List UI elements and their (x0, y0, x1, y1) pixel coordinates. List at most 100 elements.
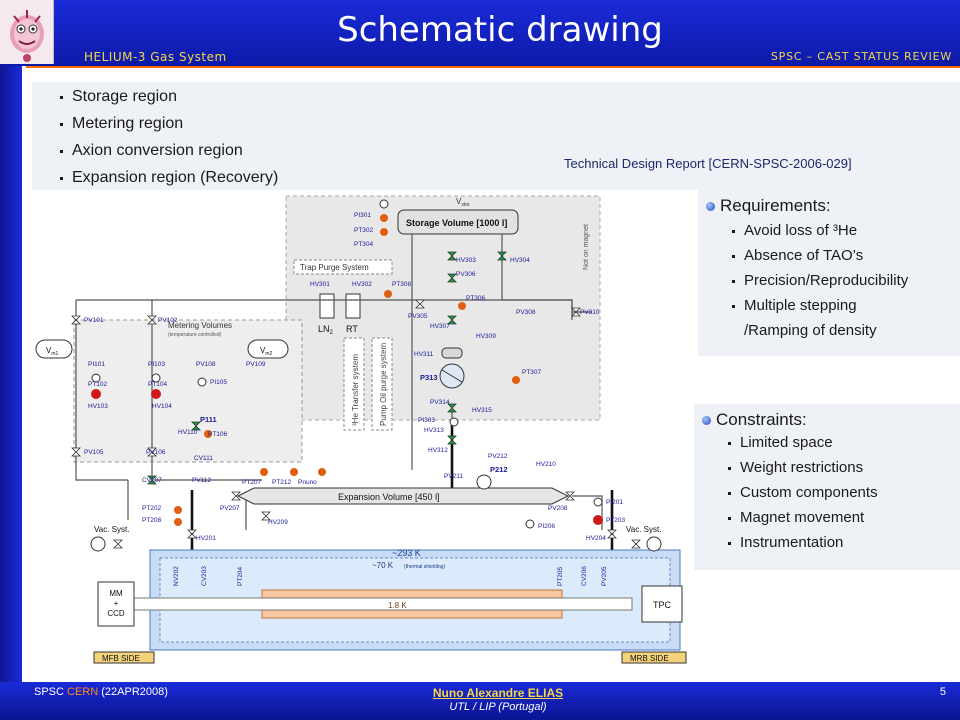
title-bar (0, 0, 960, 66)
sensor-pt106 (204, 430, 212, 438)
svg-text:PV211: PV211 (444, 473, 463, 480)
left-sidebar-bar (0, 66, 22, 686)
vm1-label: Vm1 (46, 346, 59, 357)
svg-text:HV201: HV201 (196, 535, 216, 542)
svg-text:PT212: PT212 (272, 479, 292, 486)
sensor-pt306 (458, 302, 466, 310)
temp-293-label: ~293 K (392, 548, 421, 558)
svg-text:P111: P111 (200, 415, 217, 424)
svg-text:PV212: PV212 (488, 453, 508, 460)
svg-text:HV312: HV312 (428, 447, 448, 454)
sensor-pt104 (151, 389, 161, 399)
svg-text:PT203: PT203 (606, 517, 626, 524)
author-name: Nuno Alexandre ELIAS (432, 686, 564, 700)
expansion-volume-label: Expansion Volume [450 l] (338, 492, 440, 502)
svg-text:HV315: HV315 (472, 407, 492, 414)
sensor-pt307 (512, 376, 520, 384)
svg-text:CV111: CV111 (194, 455, 213, 462)
sensor-pt202 (174, 506, 182, 514)
pump-oil-box (371, 337, 393, 431)
svg-text:PI201: PI201 (606, 499, 623, 506)
footer-bar (0, 682, 960, 720)
svg-text:PV101: PV101 (84, 317, 104, 324)
tpc-detector (641, 585, 683, 623)
svg-text:HV303: HV303 (456, 257, 476, 264)
pressure-sensors (91, 199, 603, 529)
vm1-vessel (35, 339, 73, 359)
sensor-pnuno (318, 468, 326, 476)
vac-pump-right (646, 536, 662, 552)
svg-text:HV301: HV301 (310, 281, 330, 288)
svg-text:CV203: CV203 (201, 566, 208, 586)
list-item: /Ramping of density (744, 322, 877, 339)
ln2-trap (319, 293, 335, 319)
he-transfer-label: ³He Transfer system (351, 354, 360, 426)
list-item: Precision/Reproducibility (732, 270, 908, 295)
page-number: 5 (939, 686, 946, 698)
gauge-pi201 (593, 497, 603, 507)
svg-text:PT308: PT308 (392, 281, 412, 288)
gauge-pi301 (379, 199, 389, 209)
svg-text:PI303: PI303 (418, 417, 435, 424)
reference-citation: Technical Design Report [CERN-SPSC-2006-… (564, 156, 852, 171)
svg-text:PT208: PT208 (142, 517, 162, 524)
svg-text:PV205: PV205 (601, 566, 608, 586)
pump-oil-label: Pump Oil purge system (379, 343, 388, 426)
trap-purge-box (293, 259, 393, 275)
trap-purge-label: Trap Purge System (300, 263, 369, 272)
mfb-side-label: MFB SIDE (102, 654, 140, 663)
svg-text:HV311: HV311 (414, 351, 434, 358)
heater (441, 347, 463, 359)
mrb-side-tag (621, 651, 687, 664)
list-item: Avoid loss of ³He (732, 220, 908, 245)
svg-text:PT106: PT106 (208, 431, 228, 438)
component-labels: PI301 PT302 PT304 HV303 PV306 HV304 HV30… (84, 212, 626, 586)
constraints-heading: Constraints: (716, 410, 807, 429)
sensor-pt304 (380, 228, 388, 236)
sensor-pt212 (290, 468, 298, 476)
storage-volume-label: Storage Volume [1000 l] (406, 218, 507, 228)
list-item: Limited space (728, 432, 878, 457)
gauge-pi206 (525, 519, 535, 529)
vac-syst-right-label: Vac. Syst. (626, 525, 661, 534)
sensor-pt203 (593, 515, 603, 525)
list-item: Storage region (58, 86, 278, 113)
review-subtitle: SPSC – CAST STATUS REVIEW (770, 50, 952, 63)
svg-text:Pnuno: Pnuno (298, 479, 317, 486)
svg-text:HV110: HV110 (178, 429, 198, 436)
temp-70-note: (thermal shielding) (404, 564, 445, 570)
main-lines (190, 420, 614, 550)
metering-volumes-label: Metering Volumes (168, 321, 232, 330)
not-on-magnet-label: Not on magnet (583, 224, 590, 270)
rt-trap (345, 293, 361, 319)
svg-text:HV302: HV302 (352, 281, 372, 288)
vm2-vessel (247, 339, 289, 359)
list-item: Axion conversion region (58, 140, 278, 167)
sensor-pt208 (174, 518, 182, 526)
bullet-ball-icon (702, 416, 711, 425)
pump-p212 (476, 474, 492, 490)
tpc-label: TPC (653, 600, 672, 610)
svg-text:PV108: PV108 (196, 361, 216, 368)
temp-70-label: ~70 K (372, 561, 394, 570)
constraints-panel: Constraints: Limited space Weight restri… (694, 404, 960, 570)
ccd-label: CCD (107, 609, 125, 618)
list-item: Metering region (58, 113, 278, 140)
svg-text:HV204: HV204 (586, 535, 606, 542)
plus-label: + (114, 599, 119, 608)
metering-sub-label: (temperature controlled) (168, 332, 222, 338)
ln2-label: LN2 (318, 324, 334, 336)
svg-text:PV306: PV306 (456, 271, 476, 278)
svg-text:PV314: PV314 (430, 399, 450, 406)
list-item: Expansion region (Recovery) (58, 167, 278, 194)
mascot-logo-icon (0, 0, 54, 64)
slide-title: Schematic drawing (337, 10, 663, 50)
svg-text:PT302: PT302 (354, 227, 374, 234)
svg-text:PI301: PI301 (354, 212, 371, 219)
svg-text:PT204: PT204 (237, 566, 244, 586)
svg-text:PV106: PV106 (146, 449, 166, 456)
svg-text:PT306: PT306 (466, 295, 486, 302)
list-item: Custom components (728, 482, 878, 507)
svg-text:PT205: PT205 (557, 566, 564, 586)
svg-text:CV206: CV206 (581, 566, 588, 586)
